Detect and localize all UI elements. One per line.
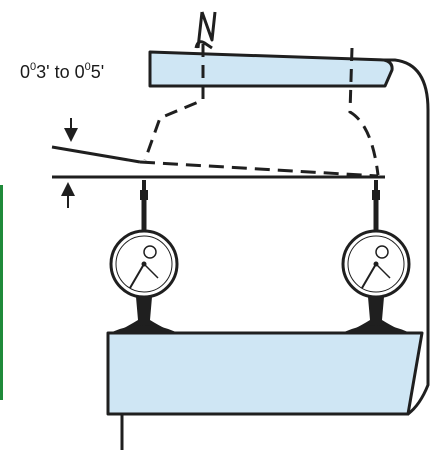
deg-end: 0 xyxy=(74,62,85,82)
deg-start: 0 xyxy=(20,62,31,82)
dashed-link-left xyxy=(143,44,205,161)
dashed-slope xyxy=(139,160,379,178)
separator: to xyxy=(49,62,75,82)
tilted-line xyxy=(51,145,141,164)
spindle-head xyxy=(148,50,394,88)
degree-mark-1: 0 xyxy=(30,61,37,73)
dial-indicator-right xyxy=(341,180,411,332)
angle-label: 003' to 005' xyxy=(20,61,105,83)
machine-column xyxy=(350,58,430,416)
dial-indicator-left xyxy=(109,180,179,332)
worktable xyxy=(106,331,424,416)
degree-mark-2: 0 xyxy=(84,61,91,73)
arrow-down-icon xyxy=(64,118,78,142)
arrow-up-icon xyxy=(61,182,75,208)
spindle xyxy=(194,11,217,50)
left-edge-strip xyxy=(0,185,3,400)
minutes-start: 3' xyxy=(36,62,50,82)
dashed-link-right xyxy=(348,47,380,176)
minutes-end: 5' xyxy=(90,62,105,82)
